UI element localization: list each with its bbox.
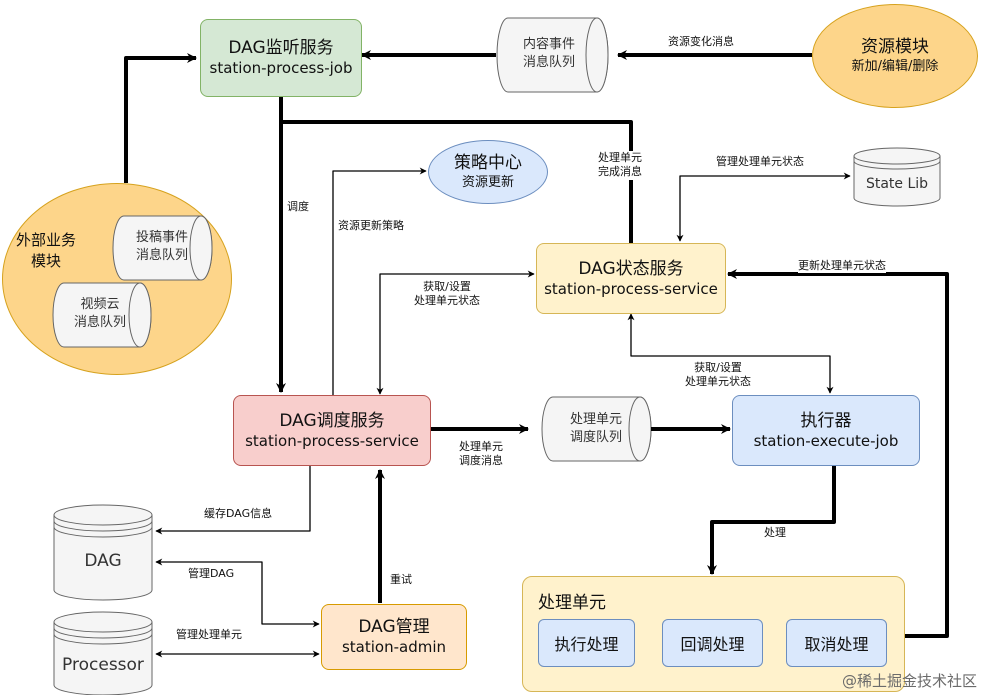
cancel-processing: 取消处理 (786, 619, 887, 667)
state-lib-shape (853, 147, 941, 207)
execute-processing: 执行处理 (538, 619, 635, 667)
dag-admin-title: DAG管理 (358, 617, 430, 637)
label-resource-change: 资源变化消息 (668, 35, 734, 50)
label-manage-dag: 管理DAG (188, 567, 235, 582)
label-resource-strategy: 资源更新策略 (338, 219, 404, 234)
resource-module-subtitle: 新加/编辑/删除 (851, 58, 939, 74)
unit-queue-line2: 调度队列 (569, 429, 622, 445)
label-get-set-1-line1: 获取/设置 (423, 280, 471, 293)
dag-state-service: DAG状态服务 station-process-service (536, 243, 726, 314)
label-unit-complete-line2: 完成消息 (598, 165, 642, 179)
processing-unit-title: 处理单元 (538, 593, 606, 613)
dag-state-title: DAG状态服务 (578, 258, 684, 279)
external-business-line2: 模块 (31, 252, 62, 270)
edge-get-set-2 (627, 313, 834, 394)
dag-listener-subtitle: station-process-job (209, 59, 353, 78)
dag-state-subtitle: station-process-service (544, 279, 718, 298)
label-update-state: 更新处理单元状态 (798, 259, 886, 274)
external-business-line1: 外部业务 (16, 231, 77, 249)
edge-manage-state (676, 172, 851, 242)
unit-schedule-queue: 处理单元 调度队列 (550, 411, 642, 446)
processor-database: Processor (62, 655, 144, 676)
resource-module-title: 资源模块 (861, 37, 929, 58)
video-queue-line1: 视频云 (80, 297, 120, 312)
label-dispatch: 调度 (287, 200, 309, 215)
unit-queue-line1: 处理单元 (569, 412, 622, 427)
thin-edges (155, 167, 851, 658)
content-queue: 内容事件 消息队列 (504, 36, 594, 71)
video-queue: 视频云 消息队列 (58, 296, 142, 331)
edge-external-to-listener (124, 53, 197, 183)
strategy-center: 策略中心 资源更新 (428, 140, 548, 204)
submit-queue-line2: 消息队列 (135, 247, 188, 263)
label-manage-state: 管理处理单元状态 (716, 155, 804, 170)
label-unit-complete-line1: 处理单元 (598, 151, 642, 164)
edge-executor-to-unit (707, 466, 836, 575)
label-get-set-1: 获取/设置 处理单元状态 (414, 280, 480, 309)
edge-complete-msg (283, 120, 633, 243)
executor-title: 执行器 (800, 410, 852, 431)
label-cache-dag: 缓存DAG信息 (204, 507, 273, 522)
dag-scheduler-subtitle: station-process-service (245, 431, 419, 450)
edge-strategy (332, 167, 427, 395)
callback-processing: 回调处理 (662, 619, 763, 667)
strategy-center-subtitle: 资源更新 (461, 174, 514, 190)
edge-manage-dag (155, 558, 320, 628)
dag-scheduler-service: DAG调度服务 station-process-service (233, 395, 431, 466)
content-queue-shape (496, 17, 609, 93)
thick-edges (124, 50, 949, 638)
watermark: @稀土掘金技术社区 (841, 672, 977, 690)
edge-get-set-1 (376, 270, 535, 395)
label-get-set-1-line2: 处理单元状态 (414, 294, 480, 308)
dag-scheduler-title: DAG调度服务 (279, 410, 385, 431)
label-schedule-msg-line1: 处理单元 (459, 440, 503, 453)
label-schedule-msg: 处理单元 调度消息 (459, 440, 503, 469)
label-retry: 重试 (390, 573, 412, 588)
strategy-center-title: 策略中心 (454, 153, 522, 174)
content-queue-line2: 消息队列 (522, 54, 575, 70)
label-manage-unit: 管理处理单元 (176, 628, 242, 643)
processor-db-shape (53, 611, 153, 695)
label-get-set-2-line1: 获取/设置 (694, 361, 742, 374)
edge-cache-dag (155, 466, 311, 535)
executor-subtitle: station-execute-job (753, 431, 899, 450)
dag-admin-subtitle: station-admin (341, 638, 447, 657)
external-business-label: 外部业务 模块 (16, 230, 76, 272)
label-get-set-2-line2: 处理单元状态 (685, 375, 751, 389)
label-schedule-msg-line2: 调度消息 (459, 454, 503, 468)
dag-listener-service: DAG监听服务 station-process-job (200, 19, 362, 97)
executor: 执行器 station-execute-job (732, 395, 920, 466)
dag-db-shape (53, 504, 153, 601)
submit-queue: 投稿事件 消息队列 (120, 229, 204, 264)
edge-unit-to-state (727, 269, 949, 638)
dag-listener-title: DAG监听服务 (228, 38, 334, 58)
submit-queue-line1: 投稿事件 (135, 230, 188, 245)
state-lib: State Lib (865, 176, 929, 193)
label-unit-complete: 处理单元 完成消息 (598, 151, 642, 180)
dag-admin: DAG管理 station-admin (321, 604, 467, 670)
video-queue-line2: 消息队列 (73, 314, 126, 330)
resource-module: 资源模块 新加/编辑/删除 (812, 4, 978, 108)
content-queue-line1: 内容事件 (522, 37, 575, 52)
label-get-set-2: 获取/设置 处理单元状态 (685, 361, 751, 390)
dag-database: DAG (84, 551, 122, 572)
label-process: 处理 (764, 526, 786, 541)
